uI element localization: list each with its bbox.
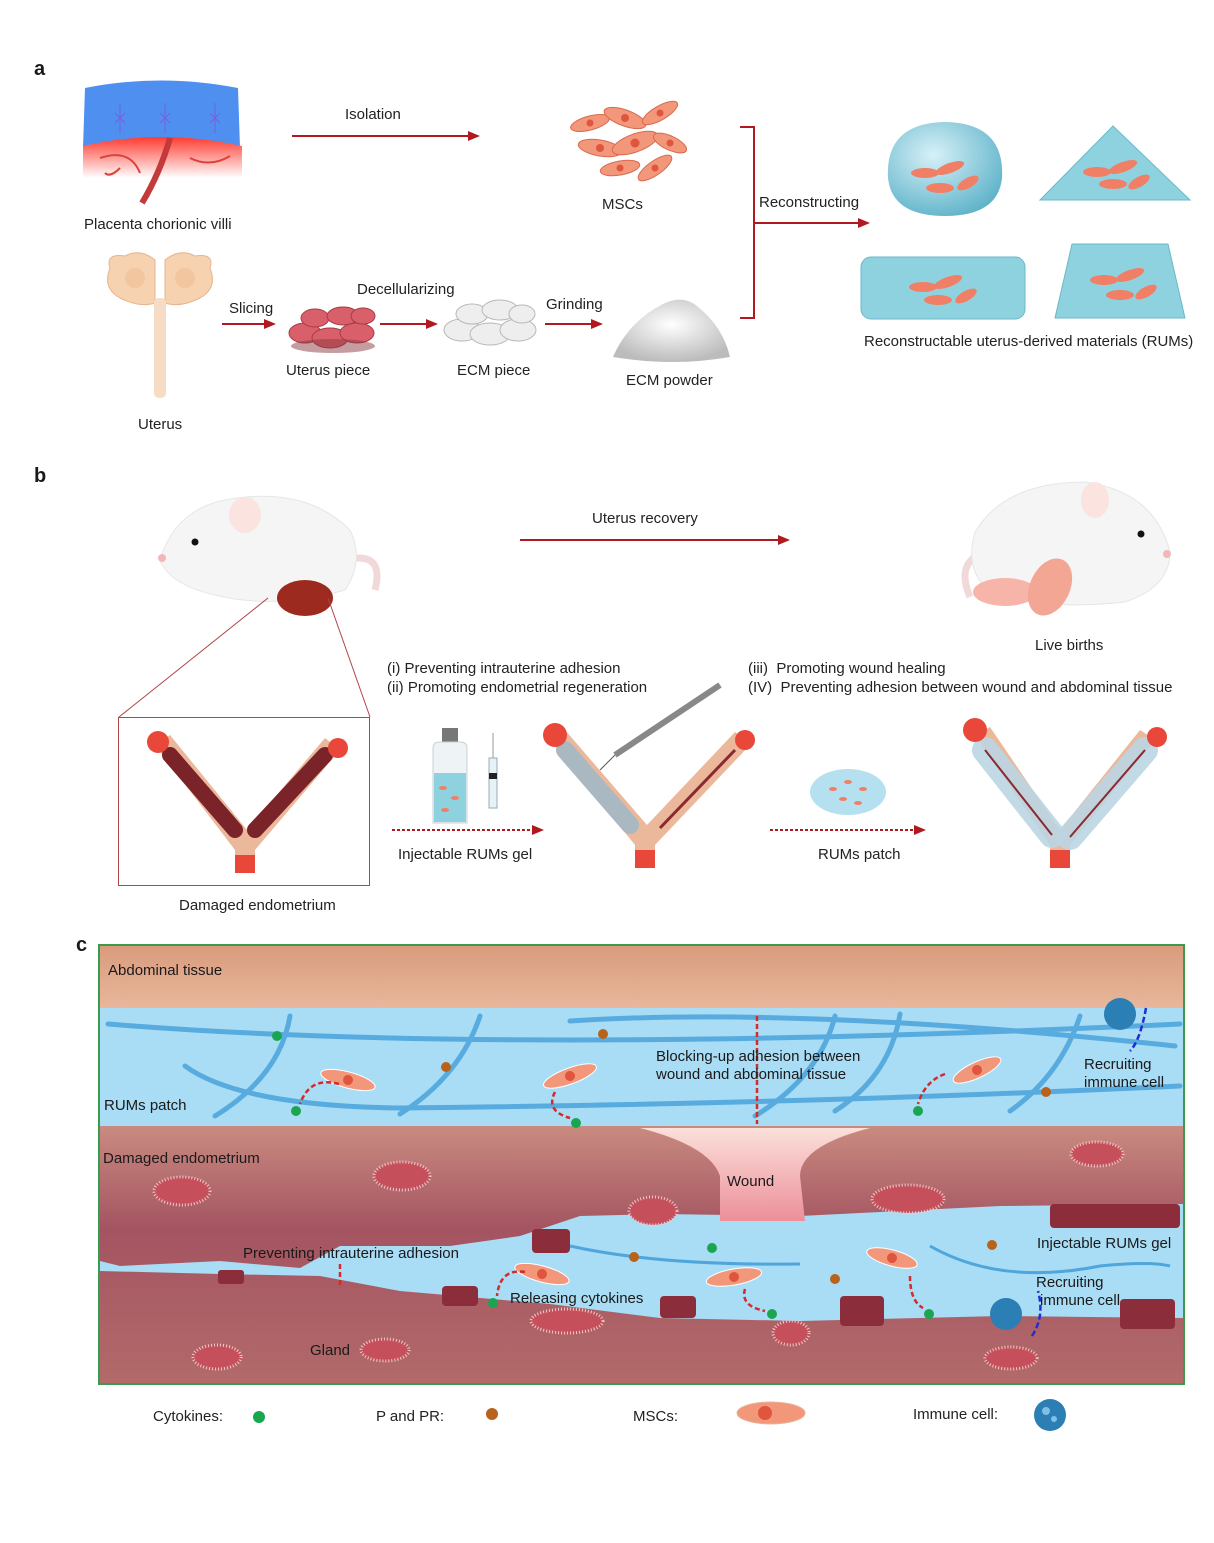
mouse-illustration <box>158 495 381 616</box>
ecm-piece-label: ECM piece <box>457 362 531 379</box>
injectable-gel-channel <box>100 1204 1183 1321</box>
recruiting-bottom-2: immune cell <box>1040 1292 1121 1309</box>
mscs-cluster <box>570 100 688 182</box>
panel-label-a: a <box>34 58 46 80</box>
decellularizing-label: Decellularizing <box>357 281 455 298</box>
abdominal-tissue-layer <box>100 946 1183 1008</box>
rums-patch-arrow <box>770 825 926 835</box>
reconstructing-bracket <box>740 126 870 319</box>
live-births-label: Live births <box>1035 637 1104 654</box>
ecm-powder-label: ECM powder <box>626 372 713 389</box>
recruiting-bottom-1: Recruiting <box>1036 1274 1104 1291</box>
mechanism-scene <box>100 946 1183 1383</box>
rums-rectangle <box>860 256 1026 320</box>
rums-patch-disc <box>810 769 886 815</box>
injectable-gel-c-label: Injectable RUMs gel <box>1037 1235 1172 1252</box>
rums-label: Reconstructable uterus-derived materials… <box>864 333 1194 350</box>
immune-cells <box>990 998 1136 1330</box>
preventing-adhesion-label: Preventing intrauterine adhesion <box>243 1245 459 1262</box>
zoom-callout-lines <box>118 597 371 718</box>
damaged-endometrium-c-label: Damaged endometrium <box>103 1150 260 1167</box>
releasing-cytokines-label: Releasing cytokines <box>510 1290 644 1307</box>
injectable-gel-label: Injectable RUMs gel <box>398 846 533 863</box>
mscs-label: MSCs <box>602 196 643 213</box>
p-pr-dots <box>441 1029 1051 1284</box>
msc-cells <box>320 1056 1002 1287</box>
blocking-label-1: Blocking-up adhesion between <box>656 1048 861 1065</box>
gland-label: Gland <box>310 1342 351 1359</box>
legend-immune-icon <box>1034 1399 1066 1431</box>
effect-iii: (iii) Promoting wound healing <box>748 660 946 677</box>
reconstructing-label: Reconstructing <box>759 194 860 211</box>
slicing-label: Slicing <box>229 300 274 317</box>
injectable-gel-arrow <box>392 825 544 835</box>
placenta-illustration <box>83 80 242 205</box>
recruiting-top-1: Recruiting <box>1084 1056 1152 1073</box>
uterus-recovery-label: Uterus recovery <box>592 510 698 527</box>
isolation-arrow <box>292 131 480 141</box>
epithelial-cells <box>218 1204 1180 1329</box>
uterus-recovery-arrow <box>520 535 790 545</box>
blocking-label-2: wound and abdominal tissue <box>656 1066 847 1083</box>
grinding-arrow <box>545 319 603 329</box>
gel-bottle-syringe-illustration <box>432 728 498 824</box>
wound-label: Wound <box>727 1173 775 1190</box>
treated-uterus-illustration <box>543 682 755 868</box>
rums-patch-label: RUMs patch <box>818 846 901 863</box>
damaged-endometrium-box <box>118 717 370 886</box>
wound <box>640 1128 870 1221</box>
legend-p-pr-icon <box>486 1408 498 1420</box>
damaged-uterus-highlight <box>277 580 333 616</box>
legend-cytokines-label: Cytokines: <box>153 1408 224 1425</box>
damaged-uterus-illustration <box>147 731 348 873</box>
panel-label-b: b <box>34 465 47 487</box>
uterus-label: Uterus <box>138 416 183 433</box>
cytokine-dots <box>272 1031 934 1319</box>
mouse-with-pups-illustration <box>961 481 1171 616</box>
glands <box>152 1140 1125 1371</box>
abdominal-tissue-label: Abdominal tissue <box>108 962 223 979</box>
damaged-endometrium-label: Damaged endometrium <box>179 897 336 914</box>
slicing-arrow <box>222 319 276 329</box>
placenta-label: Placenta chorionic villi <box>84 216 232 233</box>
ecm-piece-illustration <box>443 299 537 346</box>
healed-uterus-illustration <box>963 718 1167 868</box>
recruiting-top-2: immune cell <box>1084 1074 1165 1091</box>
uterus-piece-label: Uterus piece <box>286 362 371 379</box>
effect-ii: (ii) Promoting endometrial regeneration <box>387 679 648 696</box>
isolation-label: Isolation <box>345 106 401 123</box>
legend-msc-icon <box>736 1401 806 1425</box>
rums-sphere <box>887 122 1003 216</box>
effect-iv: (IV) Preventing adhesion between wound a… <box>748 679 1173 696</box>
rums-patch-layer <box>100 1008 1183 1126</box>
effect-i: (i) Preventing intrauterine adhesion <box>387 660 621 677</box>
rums-trapezoid <box>1054 243 1186 319</box>
decellularizing-arrow <box>380 319 438 329</box>
grinding-label: Grinding <box>546 296 603 313</box>
rums-triangle <box>1038 125 1192 201</box>
uterus-piece-illustration <box>288 306 376 353</box>
legend-mscs-label: MSCs: <box>633 1408 678 1425</box>
ecm-powder-illustration <box>613 299 730 362</box>
rums-patch-c-label: RUMs patch <box>104 1097 187 1114</box>
mechanism-diagram: Abdominal tissue RUMs patch Blocking-up … <box>98 944 1185 1385</box>
uterus-illustration <box>107 252 213 398</box>
legend-immune-label: Immune cell: <box>913 1406 999 1423</box>
panel-label-c: c <box>76 934 88 956</box>
legend-p-pr-label: P and PR: <box>376 1408 445 1425</box>
legend-cytokine-icon <box>253 1411 265 1423</box>
